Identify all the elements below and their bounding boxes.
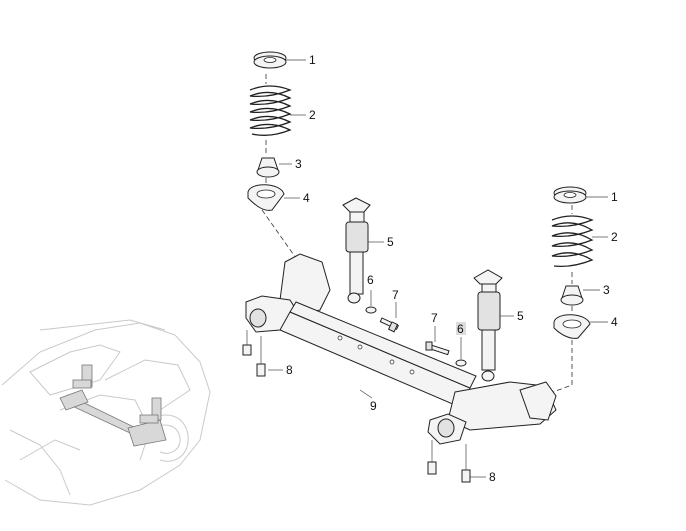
callout-4-right: 4 (611, 315, 618, 329)
shock-absorber-left (342, 197, 371, 304)
callout-8-right: 8 (489, 470, 496, 484)
callout-2-right: 2 (611, 230, 618, 244)
callout-9: 9 (370, 399, 377, 413)
right-spring-stack (544, 186, 594, 396)
callout-2-left: 2 (309, 108, 316, 122)
rear-axle-beam (245, 253, 557, 445)
fasteners (242, 290, 471, 483)
bump-stop-left (256, 157, 280, 178)
callout-7-left: 7 (392, 288, 399, 302)
callout-5-right: 5 (517, 309, 524, 323)
callout-3-left: 3 (295, 157, 302, 171)
callout-3-right: 3 (603, 283, 610, 297)
callout-labels: 1 2 3 4 5 6 7 8 9 1 2 3 4 5 6 7 8 (286, 53, 618, 484)
callout-4-left: 4 (303, 191, 310, 205)
lower-spring-seat-right (553, 314, 591, 339)
upper-spring-seat-right (553, 186, 587, 204)
mounting-bolt-right (427, 440, 471, 483)
bolt-right (425, 326, 450, 356)
callout-1-right: 1 (611, 190, 618, 204)
lower-spring-seat-left (247, 184, 285, 211)
shock-absorber-right (473, 269, 503, 382)
callout-8-left: 8 (286, 363, 293, 377)
coil-spring-right (551, 215, 594, 268)
left-spring-stack (247, 51, 297, 259)
callout-6-left: 6 (367, 273, 374, 287)
mounting-bolt-left (242, 330, 266, 377)
upper-spring-seat-left (253, 51, 287, 69)
callout-6-right-highlight (456, 322, 466, 335)
coil-spring-left (249, 85, 292, 136)
callout-leaders (268, 59, 608, 478)
bolt-left (379, 302, 399, 333)
callout-5-left: 5 (387, 235, 394, 249)
callout-1-left: 1 (309, 53, 316, 67)
callout-6-right: 6 (457, 322, 464, 336)
bump-stop-right (560, 285, 584, 306)
callout-7-right: 7 (431, 311, 438, 325)
vehicle-locator-illustration (1, 319, 211, 506)
washer-left (365, 290, 377, 314)
washer-right (455, 337, 467, 367)
